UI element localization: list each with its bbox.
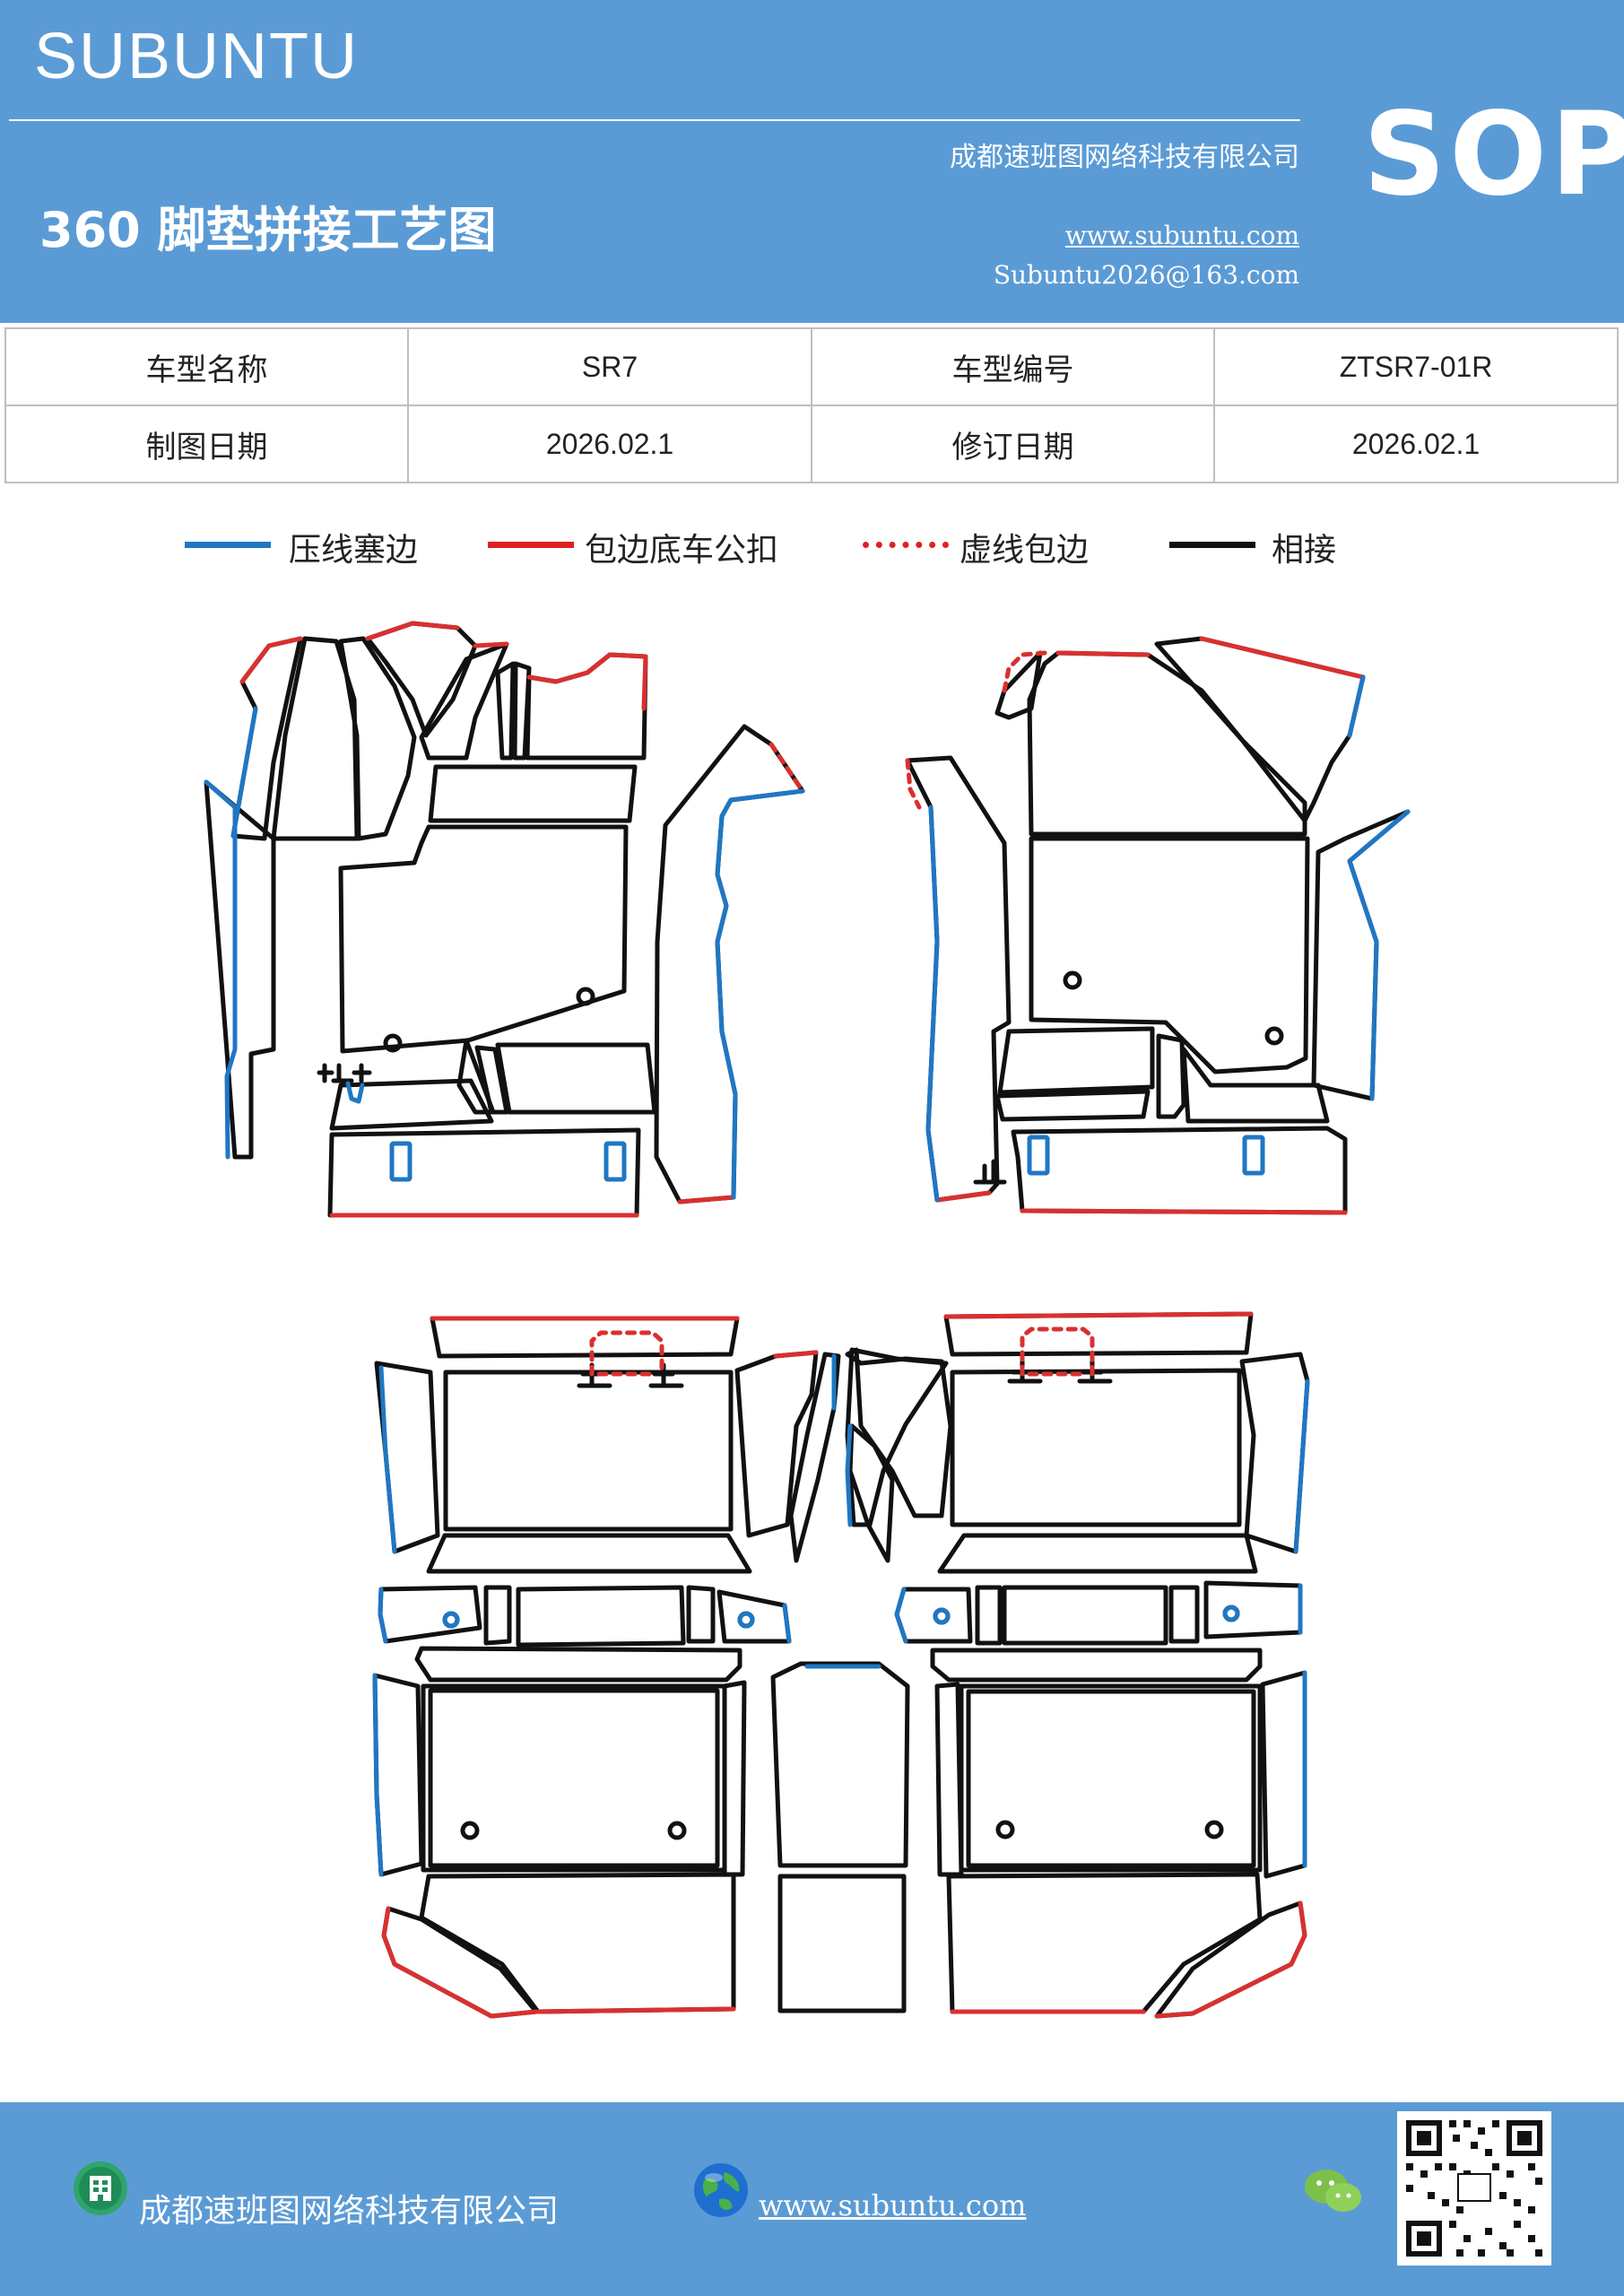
legend-swatch-red: [488, 542, 574, 548]
building-icon: [74, 2161, 127, 2215]
legend-label: 虚线包边: [960, 532, 1090, 569]
legend-label: 包边底车公扣: [585, 532, 779, 569]
header-banner: SUBUNTU 360 脚垫拼接工艺图 成都速班图网络科技有限公司 www.su…: [0, 0, 1624, 323]
model-code-label: 车型编号: [810, 327, 1216, 406]
vehicle-info-table: 车型名称 SR7 车型编号 ZTSR7-01R 制图日期 2026.02.1 修…: [4, 327, 1619, 483]
header-website-link[interactable]: www.subuntu.com: [1064, 221, 1299, 250]
legend-swatch-red-dotted: [863, 542, 949, 548]
rear-right-mat: [845, 1311, 1310, 2019]
legend-label: 压线塞边: [289, 532, 419, 569]
footer-banner: 成都速班图网络科技有限公司 www.subuntu.com: [0, 2102, 1624, 2296]
front-left-mat: [204, 621, 805, 1218]
revise-date-value: 2026.02.1: [1213, 404, 1619, 483]
footer-website-link[interactable]: www.subuntu.com: [759, 2188, 1027, 2222]
draw-date-label: 制图日期: [4, 404, 410, 483]
table-row: 制图日期 2026.02.1 修订日期 2026.02.1: [4, 404, 1619, 483]
front-right-mat: [905, 636, 1411, 1215]
draw-date-value: 2026.02.1: [407, 404, 812, 483]
model-code-value: ZTSR7-01R: [1213, 327, 1619, 406]
header-divider: [9, 119, 1300, 121]
rear-center-mat: [770, 1347, 953, 2013]
header-company-name: 成都速班图网络科技有限公司: [950, 142, 1299, 173]
revise-date-label: 修订日期: [810, 404, 1216, 483]
floor-mat-diagram: [204, 621, 1411, 2019]
legend-swatch-black: [1169, 542, 1255, 548]
globe-icon: [694, 2163, 748, 2217]
header-email: Subuntu2026@163.com: [993, 260, 1299, 290]
brand-logo-text: SUBUNTU: [34, 21, 360, 92]
rear-left-mat: [372, 1316, 841, 2019]
qr-code: [1397, 2111, 1551, 2266]
model-name-label: 车型名称: [4, 327, 410, 406]
legend-label: 相接: [1272, 532, 1337, 569]
wechat-icon[interactable]: [1304, 2167, 1363, 2217]
document-title: 360 脚垫拼接工艺图: [39, 202, 497, 258]
footer-company-name: 成都速班图网络科技有限公司: [139, 2193, 560, 2230]
model-name-value: SR7: [407, 327, 812, 406]
legend-swatch-blue: [185, 542, 271, 548]
sop-badge: SOP: [1363, 88, 1624, 222]
table-row: 车型名称 SR7 车型编号 ZTSR7-01R: [4, 327, 1619, 406]
legend: 压线塞边 包边底车公扣 虚线包边 相接: [0, 520, 1624, 574]
